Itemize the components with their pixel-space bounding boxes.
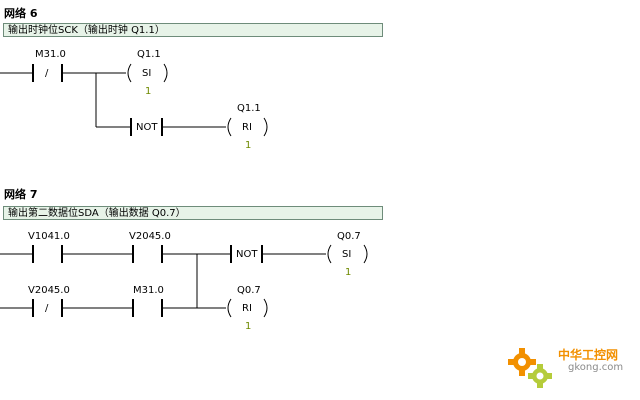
- watermark-domain: gkong.com: [568, 362, 624, 373]
- not-box-label: NOT: [136, 122, 158, 133]
- contact-address: V2045.0: [129, 231, 171, 242]
- network-7-comment[interactable]: 输出第二数据位SDA（输出数据 Q0.7）: [3, 206, 383, 220]
- coil-count: 1: [245, 140, 252, 151]
- watermark-name: 中华工控网: [558, 348, 619, 362]
- coil-address: Q0.7: [237, 285, 261, 296]
- watermark-logo: 中华工控网 gkong.com: [502, 340, 638, 396]
- contact-symbol: /: [45, 68, 49, 79]
- network-6-title: 网络 6: [4, 7, 38, 20]
- contact-address: V2045.0: [28, 285, 70, 296]
- coil-symbol: RI: [242, 122, 252, 133]
- coil-address: Q1.1: [237, 103, 261, 114]
- coil-symbol: RI: [242, 303, 252, 314]
- contact-address: M31.0: [133, 285, 164, 296]
- coil-symbol: SI: [342, 249, 352, 260]
- coil-count: 1: [145, 86, 152, 97]
- network-7-title: 网络 7: [4, 188, 38, 201]
- coil-count: 1: [245, 321, 252, 332]
- gear-icon: [508, 348, 552, 388]
- contact-address: M31.0: [35, 49, 66, 60]
- coil-symbol: SI: [142, 68, 152, 79]
- coil-address: Q1.1: [137, 49, 161, 60]
- coil-count: 1: [345, 267, 352, 278]
- not-box-label: NOT: [236, 249, 258, 260]
- contact-address: V1041.0: [28, 231, 70, 242]
- network-6-comment[interactable]: 输出时钟位SCK（输出时钟 Q1.1）: [3, 23, 383, 37]
- coil-address: Q0.7: [337, 231, 361, 242]
- contact-symbol: /: [45, 303, 49, 314]
